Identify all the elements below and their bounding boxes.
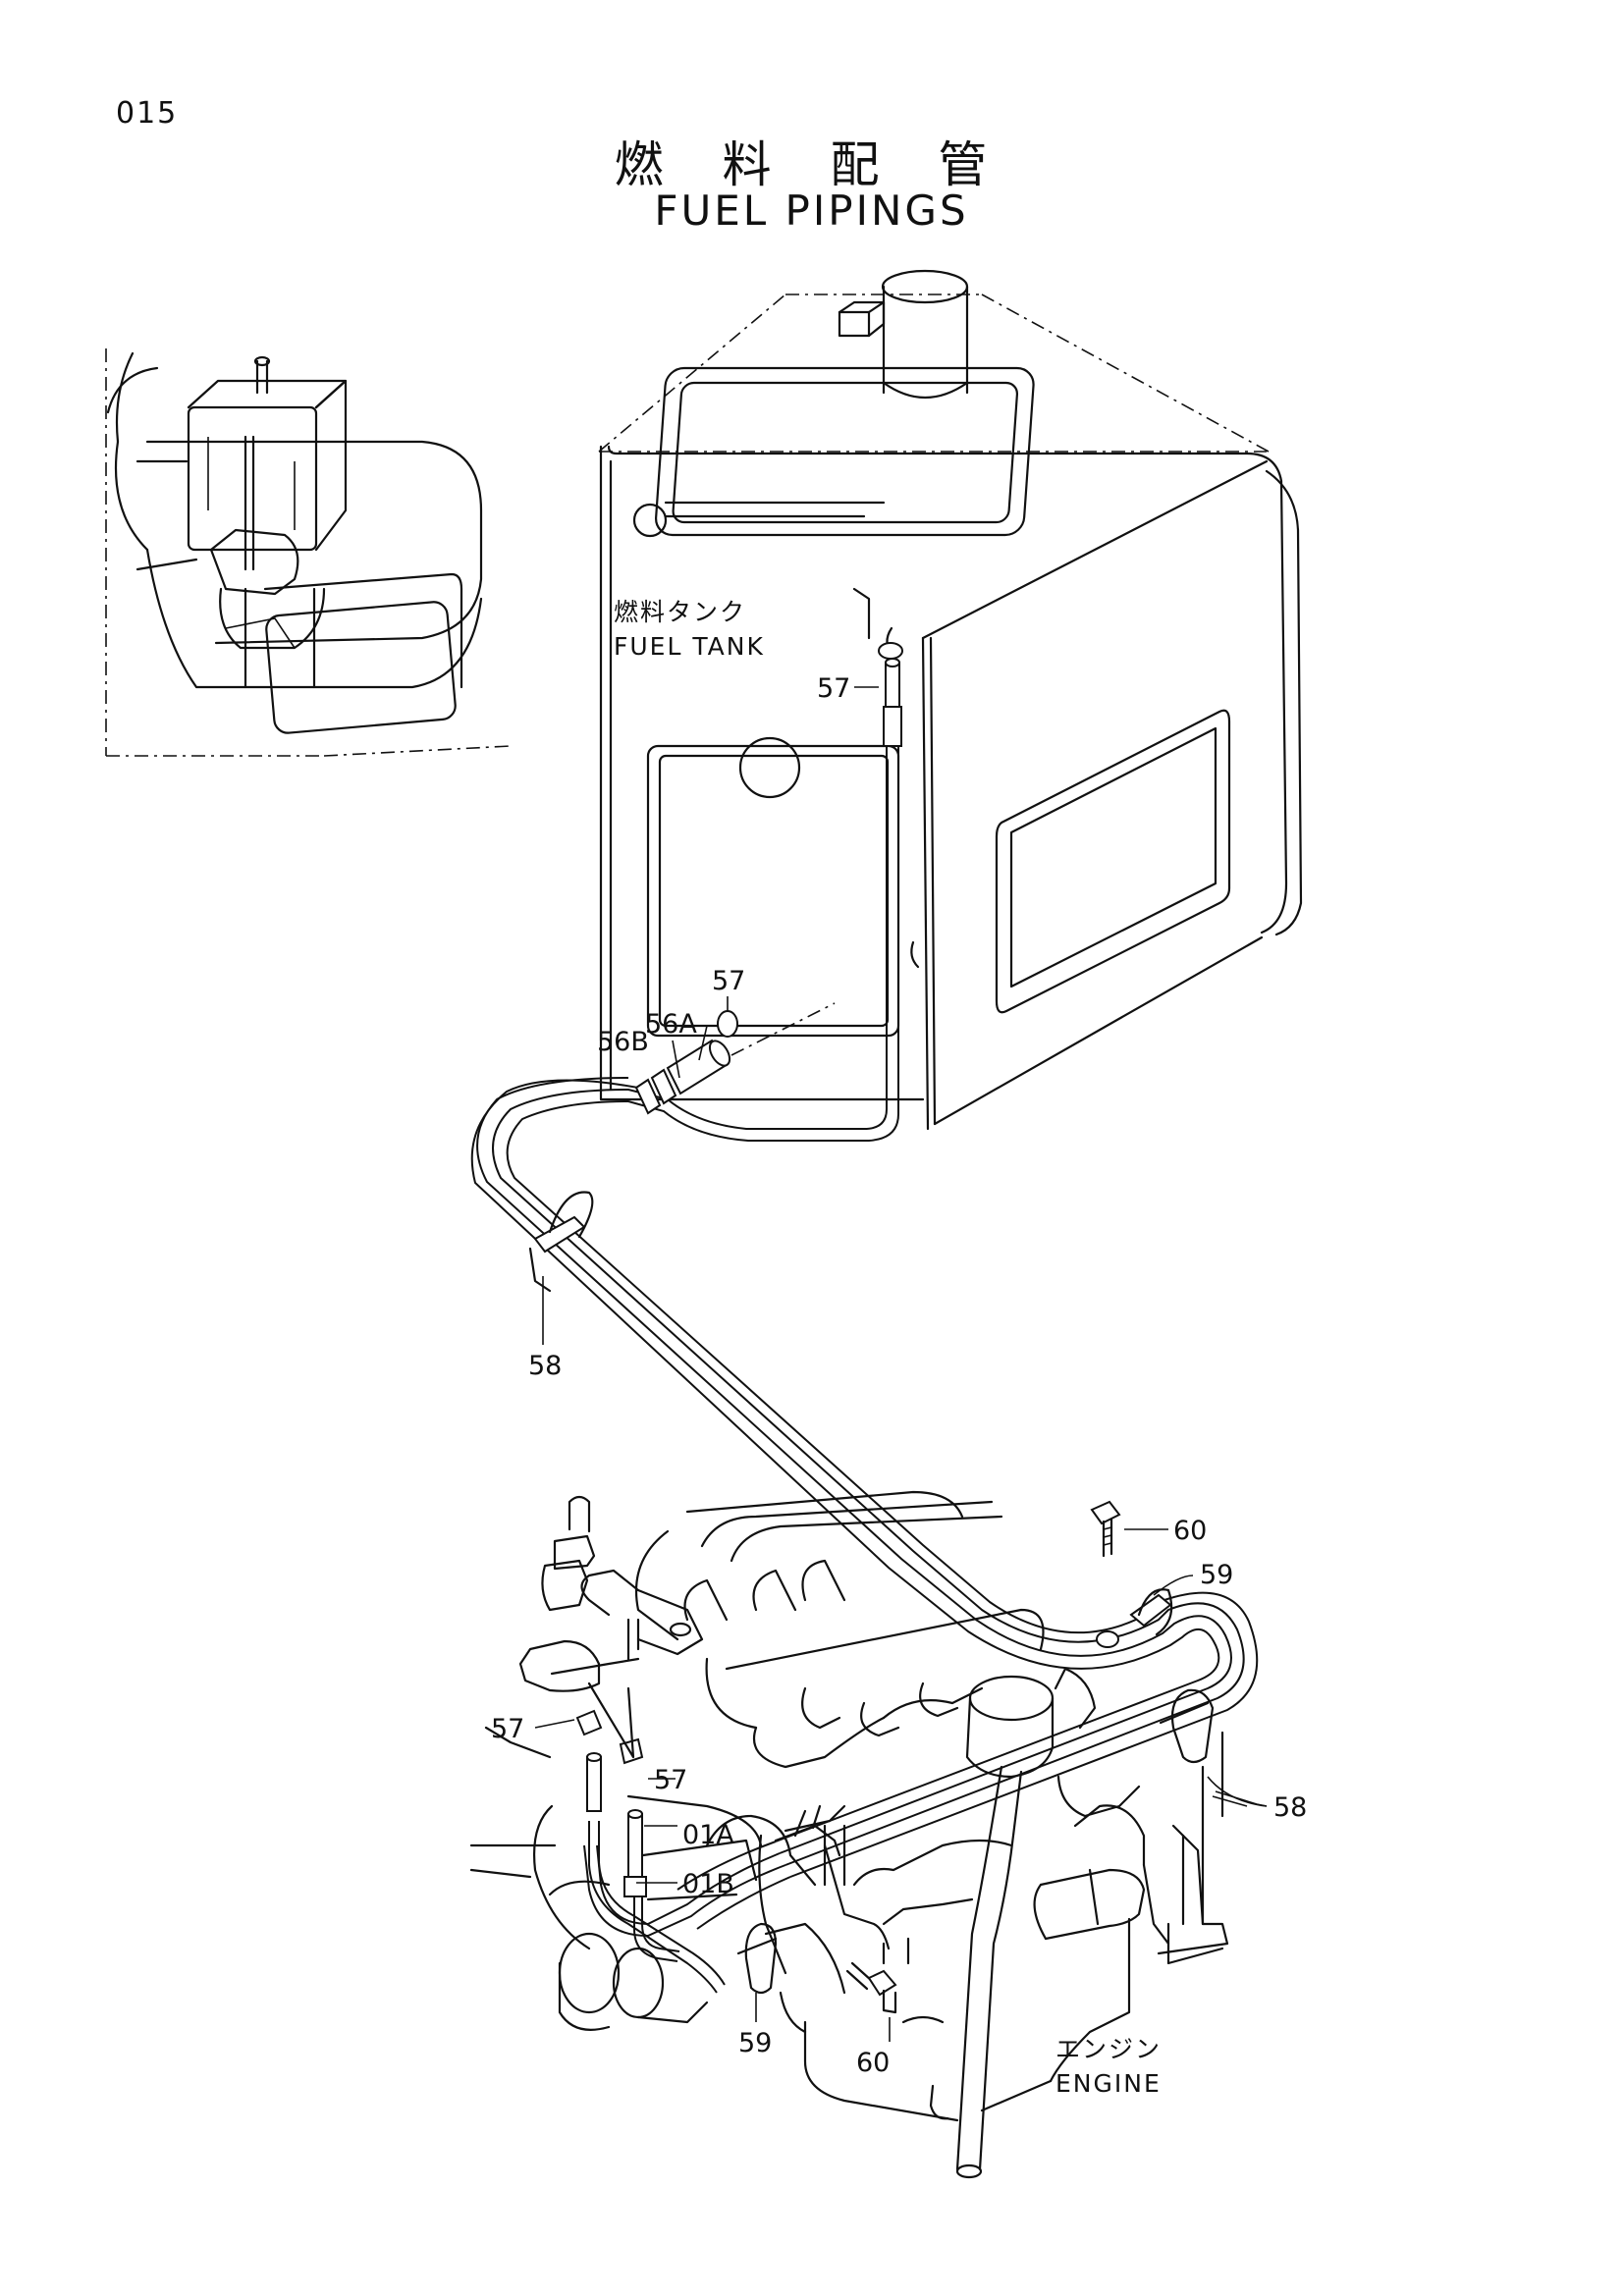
- page-number: 015: [116, 96, 179, 131]
- part-label-60: 60: [1173, 1516, 1207, 1546]
- part-label-57: 57: [817, 673, 850, 704]
- part-label-57: 57: [654, 1765, 687, 1795]
- part-label-01b: 01B: [682, 1869, 734, 1899]
- pipe-clamp: [528, 1191, 594, 1293]
- bolt: [1090, 1500, 1121, 1558]
- part-label-60: 60: [856, 2048, 890, 2078]
- part-label-56a: 56A: [645, 1009, 697, 1040]
- pipe-clamp: [1096, 1588, 1173, 1648]
- hose-clamp: [717, 642, 903, 1038]
- part-label-58: 58: [528, 1351, 562, 1381]
- engine-label: ENGINE: [1055, 2069, 1162, 2098]
- leader-lines: [534, 686, 1268, 2042]
- fuel-tank-label: FUEL TANK: [614, 632, 765, 661]
- engine-fuel-fitting: [586, 1752, 647, 1897]
- fuel-pipe-assembly: [470, 677, 1259, 1994]
- fuel-tank-label-japanese: 燃料タンク: [614, 598, 746, 626]
- page-title-japanese: 燃 料 配 管: [614, 136, 1009, 193]
- engine-label-japanese: エンジン: [1055, 2035, 1162, 2063]
- pipe-clamp: [1159, 1688, 1215, 1764]
- counterweight-detail-illustration: [105, 348, 512, 757]
- page-title: FUEL PIPINGS: [654, 187, 969, 235]
- fuel-tank-illustration: [598, 269, 1303, 1131]
- part-label-01a: 01A: [682, 1820, 734, 1850]
- hidden-line: [730, 1002, 836, 1056]
- part-label-56b: 56B: [597, 1027, 649, 1057]
- part-label-59: 59: [1200, 1560, 1233, 1590]
- part-label-57: 57: [712, 966, 745, 996]
- bolt: [845, 1961, 897, 2014]
- part-label-58: 58: [1273, 1792, 1307, 1823]
- part-label-57: 57: [491, 1714, 524, 1744]
- hose-fitting: [634, 658, 902, 1115]
- part-label-59: 59: [738, 2028, 772, 2058]
- engine-illustration: [469, 1490, 1229, 2179]
